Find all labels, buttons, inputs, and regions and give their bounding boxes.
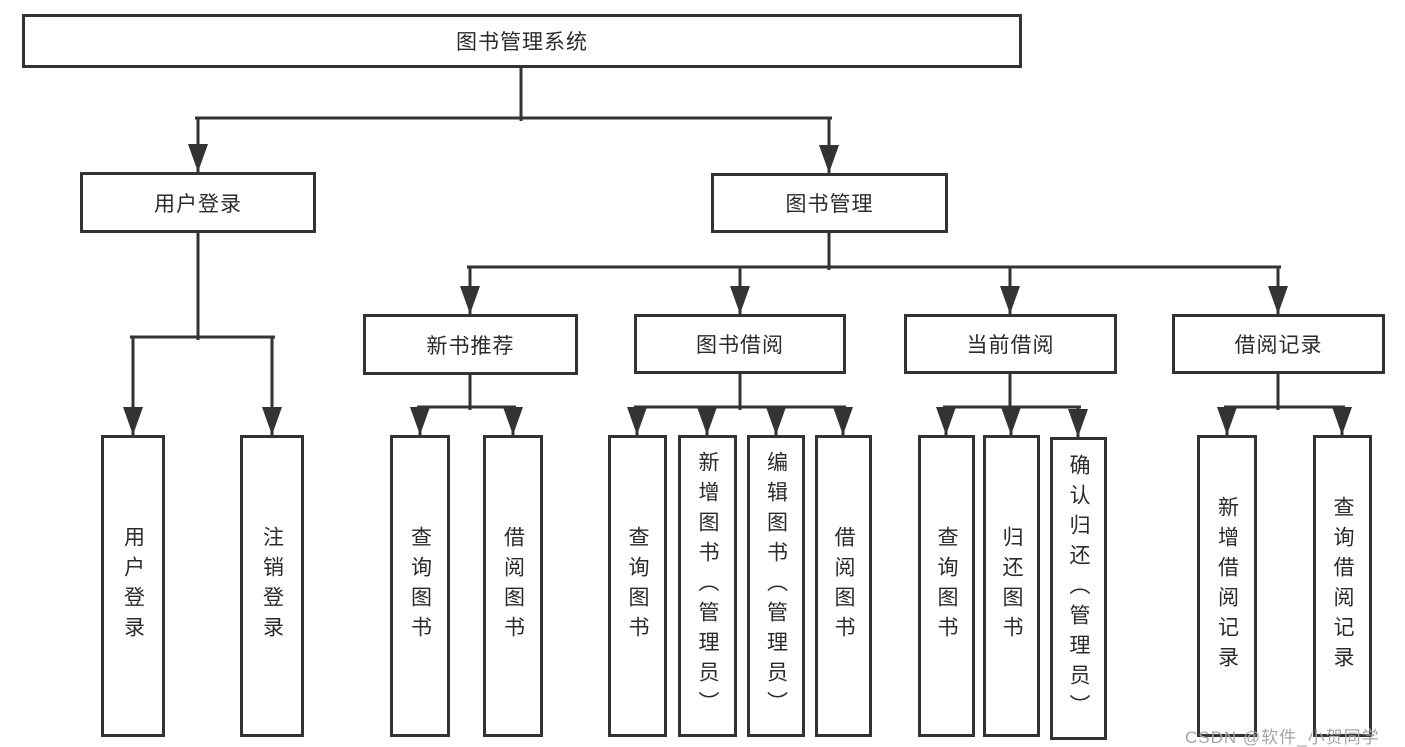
leaf-logout-label: 注销登录 — [260, 526, 284, 646]
leaf-borrowing-add-books-admin: 新增图书（管理员） — [678, 435, 737, 737]
leaf-borrowing-query-books-label: 查询图书 — [626, 526, 649, 646]
leaf-records-add-record: 新增借阅记录 — [1197, 435, 1257, 737]
leaf-current-confirm-return-admin-label: 确认归还（管理员） — [1067, 453, 1090, 724]
node-user-login: 用户登录 — [80, 172, 316, 233]
leaf-borrowing-add-books-admin-label: 新增图书（管理员） — [696, 451, 719, 721]
leaf-records-query-record-label: 查询借阅记录 — [1331, 496, 1354, 676]
node-library-system: 图书管理系统 — [22, 14, 1022, 68]
leaf-recommend-query-books-label: 查询图书 — [408, 526, 432, 646]
leaf-current-query-books: 查询图书 — [918, 435, 975, 737]
leaf-user-login-label: 用户登录 — [121, 526, 145, 646]
node-borrow-records: 借阅记录 — [1172, 314, 1385, 374]
leaf-logout: 注销登录 — [240, 435, 304, 737]
leaf-borrowing-borrow-books: 借阅图书 — [815, 435, 872, 737]
csdn-watermark: CSDN @软件_小贺同学 — [1185, 728, 1380, 747]
leaf-current-confirm-return-admin: 确认归还（管理员） — [1050, 437, 1107, 740]
node-current-borrowing: 当前借阅 — [904, 314, 1117, 374]
leaf-records-add-record-label: 新增借阅记录 — [1215, 496, 1239, 676]
leaf-user-login: 用户登录 — [101, 435, 165, 737]
leaf-borrowing-borrow-books-label: 借阅图书 — [832, 526, 855, 646]
leaf-records-query-record: 查询借阅记录 — [1313, 435, 1372, 737]
leaf-recommend-borrow-books-label: 借阅图书 — [501, 526, 525, 646]
leaf-current-query-books-label: 查询图书 — [935, 526, 958, 646]
node-new-book-recommend: 新书推荐 — [363, 314, 578, 375]
node-book-management: 图书管理 — [711, 173, 948, 233]
leaf-borrowing-edit-books-admin-label: 编辑图书（管理员） — [764, 451, 788, 721]
leaf-recommend-borrow-books: 借阅图书 — [483, 435, 543, 737]
leaf-current-return-books-label: 归还图书 — [1000, 526, 1023, 646]
leaf-current-return-books: 归还图书 — [983, 435, 1040, 737]
leaf-borrowing-query-books: 查询图书 — [608, 435, 667, 737]
leaf-borrowing-edit-books-admin: 编辑图书（管理员） — [747, 435, 805, 737]
leaf-recommend-query-books: 查询图书 — [390, 435, 450, 737]
node-book-borrowing: 图书借阅 — [634, 314, 846, 374]
